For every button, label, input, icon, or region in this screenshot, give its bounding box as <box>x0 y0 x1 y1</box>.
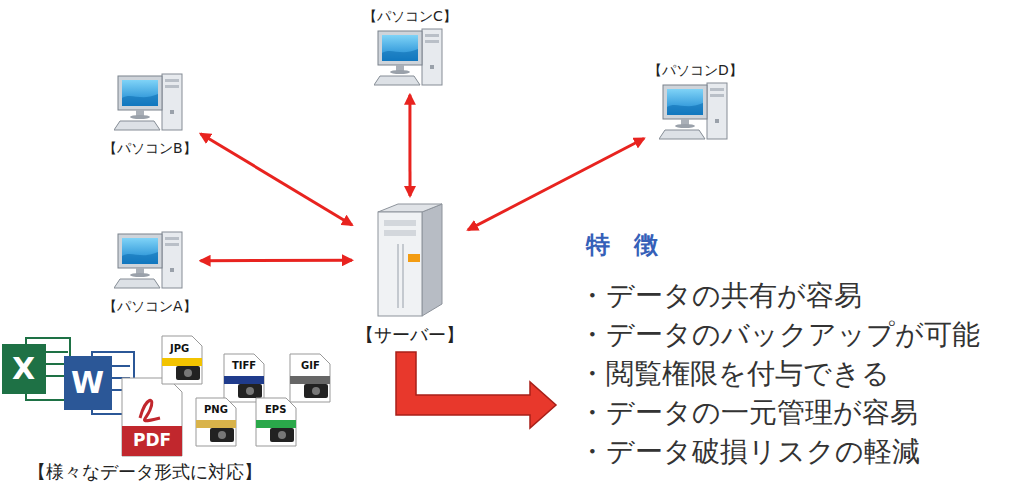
caption-label: 【様々なデータ形式に対応】 <box>28 462 262 483</box>
file-type-label: TIFF <box>232 360 256 372</box>
node-label: 【パソコンD】 <box>648 62 743 79</box>
feature-item: ・データの共有が容易 <box>578 280 862 312</box>
computer-icon <box>114 228 186 294</box>
node-label: 【サーバー】 <box>356 324 464 346</box>
pc-node: 【パソコンD】 <box>648 62 743 145</box>
file-type-label: EPS <box>265 404 286 416</box>
feature-item: ・閲覧権限を付与できる <box>578 358 890 390</box>
feature-heading: 特 徴 <box>586 232 658 260</box>
image-file-icons <box>162 336 330 446</box>
file-type-label: W <box>71 366 104 401</box>
pc-node: 【パソコンB】 <box>103 70 197 157</box>
file-type-label: PNG <box>204 404 228 416</box>
server-icon <box>370 200 450 320</box>
network-connector <box>201 134 352 225</box>
file-type-label: PDF <box>133 431 171 451</box>
node-label: 【パソコンC】 <box>363 8 457 25</box>
network-connector <box>408 95 411 196</box>
excel-icon <box>2 338 70 400</box>
flow-arrow <box>396 352 556 428</box>
file-type-label: X <box>12 352 35 387</box>
feature-item: ・データの一元管理が容易 <box>578 397 918 429</box>
server-node: 【サーバー】 <box>356 200 464 346</box>
pdf-icon <box>122 378 182 456</box>
feature-item: ・データのバックアップが可能 <box>578 319 980 351</box>
node-label: 【パソコンB】 <box>103 140 197 157</box>
node-label: 【パソコンA】 <box>103 298 197 315</box>
feature-item: ・データ破損リスクの軽減 <box>578 436 920 468</box>
network-connector <box>201 259 352 263</box>
computer-icon <box>659 79 731 145</box>
file-type-label: JPG <box>170 343 189 355</box>
file-type-label: GIF <box>301 360 320 372</box>
computer-icon <box>374 25 446 91</box>
network-connector <box>468 139 644 230</box>
pc-node: 【パソコンC】 <box>363 8 457 91</box>
computer-icon <box>114 70 186 136</box>
pc-node: 【パソコンA】 <box>103 228 197 315</box>
